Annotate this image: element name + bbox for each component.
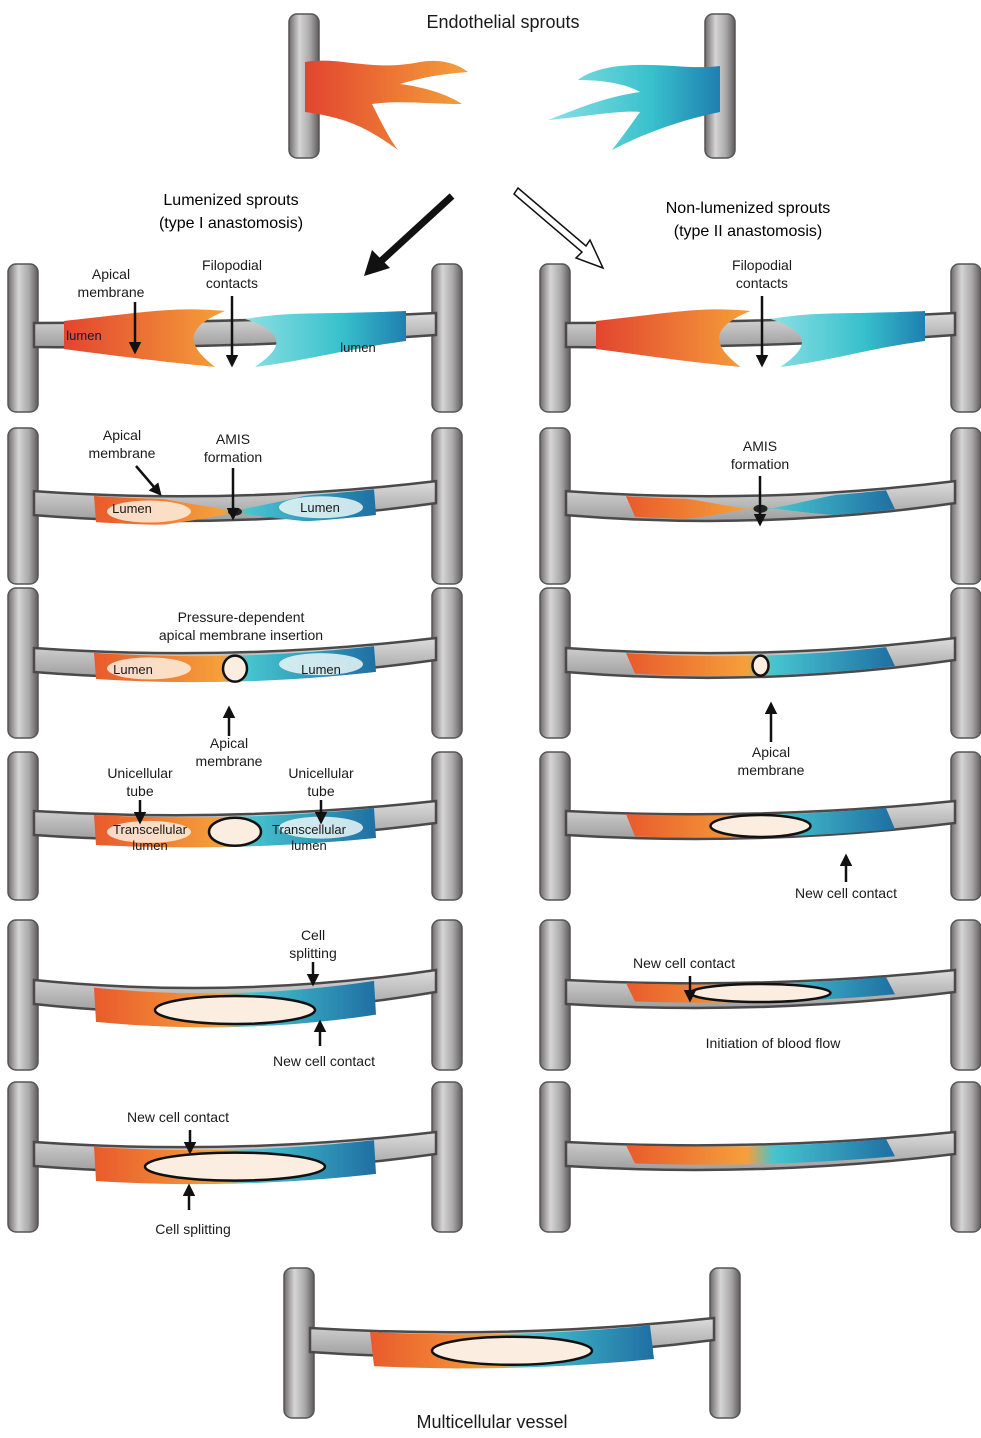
label-new-cell-contact: New cell contact (633, 955, 735, 971)
vessel-post (951, 588, 981, 738)
label-unicellular: tube (307, 783, 334, 799)
panel-multicellular (284, 1268, 740, 1418)
vessel-post (951, 264, 981, 412)
label-lumen: lumen (66, 328, 101, 343)
panel-left-5 (8, 920, 462, 1070)
vessel-post (432, 428, 462, 584)
title-bottom: Multicellular vessel (416, 1412, 567, 1432)
label-apical-membrane: membrane (89, 445, 156, 461)
label-lumen: Lumen (113, 662, 153, 677)
sprout-orange (305, 61, 468, 150)
label-new-cell-contact: New cell contact (795, 885, 897, 901)
label-pressure: apical membrane insertion (159, 627, 323, 643)
label-filopodial: Filopodial (202, 257, 262, 273)
label-lumen: Lumen (301, 662, 341, 677)
left-heading-line1: Lumenized sprouts (163, 192, 298, 209)
panel-endothelial-sprouts (289, 14, 735, 158)
label-cell-splitting: splitting (289, 945, 336, 961)
label-lumen: Lumen (112, 501, 152, 516)
label-apical-membrane: membrane (196, 753, 263, 769)
vessel-post (951, 752, 981, 900)
apical-lumen (145, 1153, 325, 1181)
label-transcellular: Transcellular (272, 822, 347, 837)
panel-left-6 (8, 1082, 462, 1232)
panel-left-4 (8, 752, 462, 900)
label-new-cell-contact: New cell contact (273, 1053, 375, 1069)
apical-lumen (432, 1337, 592, 1365)
apical-lumen (155, 996, 315, 1024)
vessel-post (432, 920, 462, 1070)
right-heading-line1: Non-lumenized sprouts (666, 200, 831, 217)
label-filopodial: contacts (736, 275, 788, 291)
vessel-post (432, 752, 462, 900)
label-blood-flow: Initiation of blood flow (706, 1035, 842, 1051)
vessel-post (710, 1268, 740, 1418)
pointer-arrow (136, 466, 160, 494)
label-pressure: Pressure-dependent (178, 609, 305, 625)
label-amis: AMIS (743, 438, 777, 454)
title-top: Endothelial sprouts (426, 12, 579, 32)
label-amis: formation (204, 449, 262, 465)
vessel-post (432, 588, 462, 738)
right-heading-line2: (type II anastomosis) (674, 223, 823, 240)
label-unicellular: Unicellular (107, 765, 173, 781)
label-filopodial: Filopodial (732, 257, 792, 273)
label-transcellular: Transcellular (113, 822, 188, 837)
label-cell-splitting: Cell (301, 927, 325, 943)
label-lumen: lumen (340, 340, 375, 355)
panel-right-3 (540, 588, 981, 738)
apical-lumen (753, 656, 769, 676)
label-apical-membrane: Apical (103, 427, 141, 443)
label-new-cell-contact: New cell contact (127, 1109, 229, 1125)
vessel-post (432, 264, 462, 412)
label-apical-membrane: membrane (738, 762, 805, 778)
label-unicellular: Unicellular (288, 765, 354, 781)
amis-dot (228, 508, 242, 516)
apical-lumen (223, 656, 247, 682)
label-amis: AMIS (216, 431, 250, 447)
label-amis: formation (731, 456, 789, 472)
label-apical-membrane: Apical (210, 735, 248, 751)
label-cell-splitting: Cell splitting (155, 1221, 230, 1237)
sprout-cyan (548, 65, 720, 150)
vessel-post (951, 1082, 981, 1232)
vessel-post (951, 428, 981, 584)
label-transcellular: lumen (132, 838, 167, 853)
label-filopodial: contacts (206, 275, 258, 291)
label-apical-membrane: Apical (752, 744, 790, 760)
apical-lumen (711, 815, 811, 837)
vessel-post (432, 1082, 462, 1232)
label-lumen: Lumen (300, 500, 340, 515)
apical-lumen (209, 818, 261, 846)
vessel-post (951, 920, 981, 1070)
label-unicellular: tube (126, 783, 153, 799)
arrow-type-two (514, 188, 603, 268)
apical-lumen (691, 984, 831, 1002)
panel-right-6 (540, 1082, 981, 1232)
label-apical-membrane: membrane (78, 284, 145, 300)
label-apical-membrane: Apical (92, 266, 130, 282)
label-transcellular: lumen (291, 838, 326, 853)
left-heading-line2: (type I anastomosis) (159, 215, 303, 232)
